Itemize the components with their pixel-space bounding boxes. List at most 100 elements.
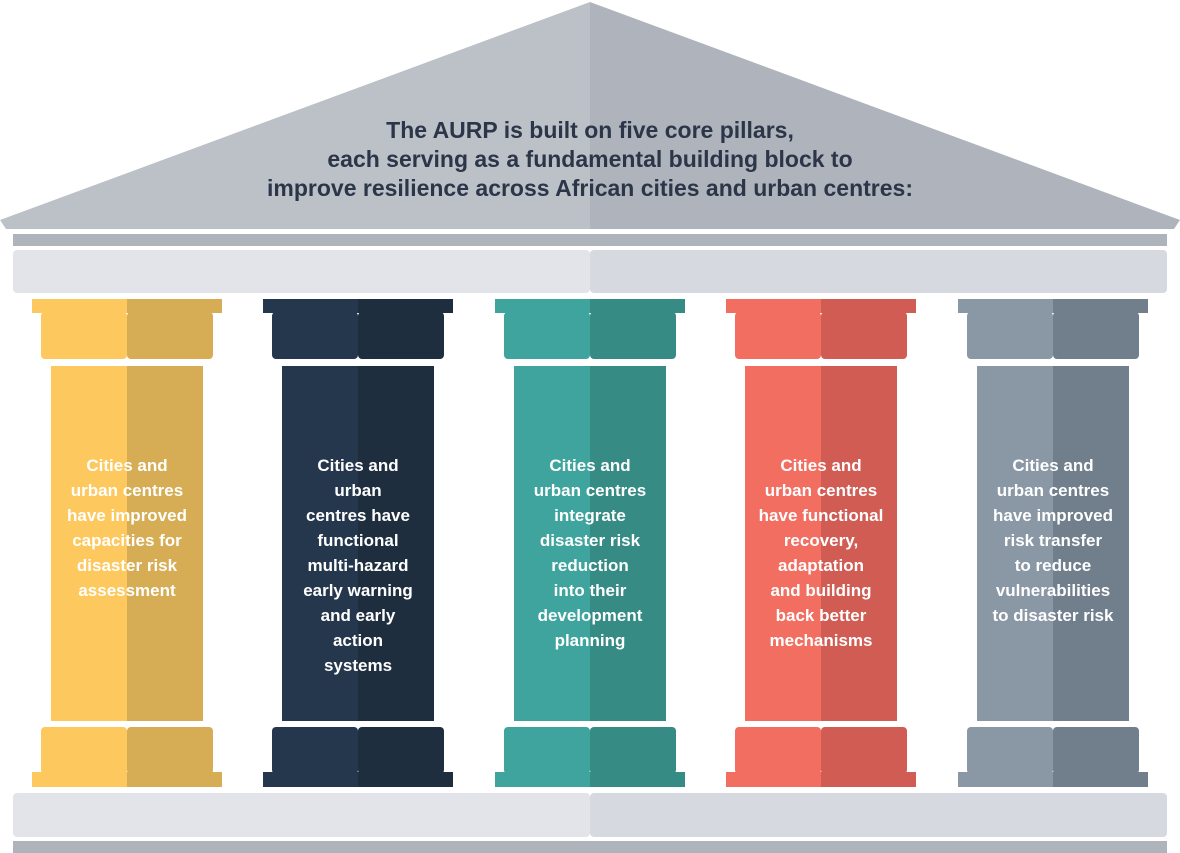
pillar-2-text-line: and early (320, 606, 396, 625)
pillar-3-shaft-right (590, 366, 666, 721)
heading-line-1: The AURP is built on five core pillars, (386, 117, 794, 143)
pillar-5-shaft-right (1053, 366, 1129, 721)
pillar-2-text-line: centres have (306, 506, 410, 525)
pillar-4-plinth-bottom-left (726, 772, 821, 787)
pillar-1-capital-block-right (127, 312, 213, 359)
pillar-4-shaft-right (821, 366, 897, 721)
heading: The AURP is built on five core pillars, … (180, 116, 1000, 203)
pillar-5 (958, 299, 1148, 787)
heading-line-2: each serving as a fundamental building b… (327, 146, 853, 172)
pillar-1-plinth-block-right (127, 727, 213, 774)
pillar-4-plinth-block-right (821, 727, 907, 774)
pillar-4-text-line: urban centres (764, 481, 878, 500)
pillar-4-text-line: Cities and (780, 456, 862, 475)
pillar-5-text-line: vulnerabilities (995, 581, 1111, 600)
pillar-5-capital-block-right (1053, 312, 1139, 359)
base-platform-left (13, 793, 590, 837)
pillar-3-text-line: into their (553, 581, 627, 600)
pillar-4 (726, 299, 916, 787)
pillar-4-shaft-left (745, 366, 821, 721)
pillar-4-text-line: and building (770, 581, 872, 600)
roof-right (590, 2, 1180, 229)
entablature-right (590, 250, 1167, 293)
pillar-2 (263, 299, 453, 787)
pillar-1-text-line: urban centres (70, 481, 184, 500)
pillar-3-plinth-bottom-right (590, 772, 685, 787)
pillar-4-capital-block-right (821, 312, 907, 359)
pillar-5-plinth-block-left (967, 727, 1053, 774)
pillar-1 (32, 299, 222, 787)
pillar-1-plinth-bottom-right (127, 772, 222, 787)
pillar-2-plinth-block-left (272, 727, 358, 774)
pillar-1-capital-block-left (41, 312, 127, 359)
pillar-2-capital-block-left (272, 312, 358, 359)
pillar-2-capital-top-left (263, 299, 358, 313)
pillar-2-text-line: action (332, 631, 384, 650)
pillar-1-shaft-right (127, 366, 203, 721)
pillar-4-text-line: adaptation (778, 556, 864, 575)
pillar-4-capital-block-left (735, 312, 821, 359)
pillar-4-text-line: recovery, (783, 531, 859, 550)
pillar-2-plinth-block-right (358, 727, 444, 774)
pillar-4-plinth-block-left (735, 727, 821, 774)
pillar-5-text-line: urban centres (996, 481, 1110, 500)
pillar-4-text-line: back better (775, 606, 867, 625)
pillar-5-capital-top-left (958, 299, 1053, 313)
pillar-3-text: Cities and urban centres integrate disaster… (515, 453, 665, 653)
pillar-5-capital-block-left (967, 312, 1053, 359)
pillar-3-capital-top-right (590, 299, 685, 313)
pillar-1-text-line: capacities for (72, 531, 182, 550)
pillar-2-text-line: systems (323, 656, 393, 675)
pillar-3-capital-top-left (495, 299, 590, 313)
pillar-3 (495, 299, 685, 787)
pillar-2-shaft-right (358, 366, 434, 721)
pillar-3-text-line: disaster risk (539, 531, 641, 550)
pillar-1-capital-top-right (127, 299, 222, 313)
pillar-2-plinth-bottom-left (263, 772, 358, 787)
pillar-3-text-line: integrate (554, 506, 626, 525)
pillar-4-text-line: mechanisms (769, 631, 873, 650)
pillar-5-capital-top-right (1053, 299, 1148, 313)
pillar-2-capital-block-right (358, 312, 444, 359)
pillar-1-plinth-bottom-left (32, 772, 127, 787)
pillar-5-text-line: have improved (993, 506, 1113, 525)
pillar-2-text-line: Cities and (317, 456, 399, 475)
pillar-3-text-line: Cities and (549, 456, 631, 475)
pillar-5-plinth-bottom-left (958, 772, 1053, 787)
pillar-1-text-line: disaster risk (76, 556, 178, 575)
heading-line-3: improve resilience across African cities… (267, 175, 913, 201)
pillar-2-shaft-left (282, 366, 358, 721)
pillars-group (32, 299, 1148, 787)
pillar-3-capital-block-right (590, 312, 676, 359)
pillar-5-plinth-block-right (1053, 727, 1139, 774)
roof-left (0, 2, 590, 229)
pillar-3-plinth-block-left (504, 727, 590, 774)
pillar-3-text-line: urban centres (533, 481, 647, 500)
pillar-4-text-line: have functional (758, 506, 884, 525)
base-platform-right (590, 793, 1167, 837)
pillar-1-plinth-block-left (41, 727, 127, 774)
pillar-2-text-line: multi-hazard (307, 556, 409, 575)
pillar-1-capital-top-left (32, 299, 127, 313)
pillar-3-shaft-left (514, 366, 590, 721)
pillar-3-plinth-bottom-left (495, 772, 590, 787)
pillar-1-text-line: Cities and (86, 456, 168, 475)
pillar-5-text-line: risk transfer (1003, 531, 1103, 550)
pillar-1-shaft-left (51, 366, 127, 721)
pillar-5-shaft-left (977, 366, 1053, 721)
pillar-2-plinth-bottom-right (358, 772, 453, 787)
pillar-3-plinth-block-right (590, 727, 676, 774)
pillar-1-text-line: assessment (78, 581, 176, 600)
base-stripe (13, 841, 1167, 853)
pillar-2-text-line: functional (317, 531, 399, 550)
architrave-stripe (13, 234, 1167, 246)
pillar-5-plinth-bottom-right (1053, 772, 1148, 787)
pillar-4-plinth-bottom-right (821, 772, 916, 787)
pillar-2-capital-top-right (358, 299, 453, 313)
entablature-left (13, 250, 590, 293)
